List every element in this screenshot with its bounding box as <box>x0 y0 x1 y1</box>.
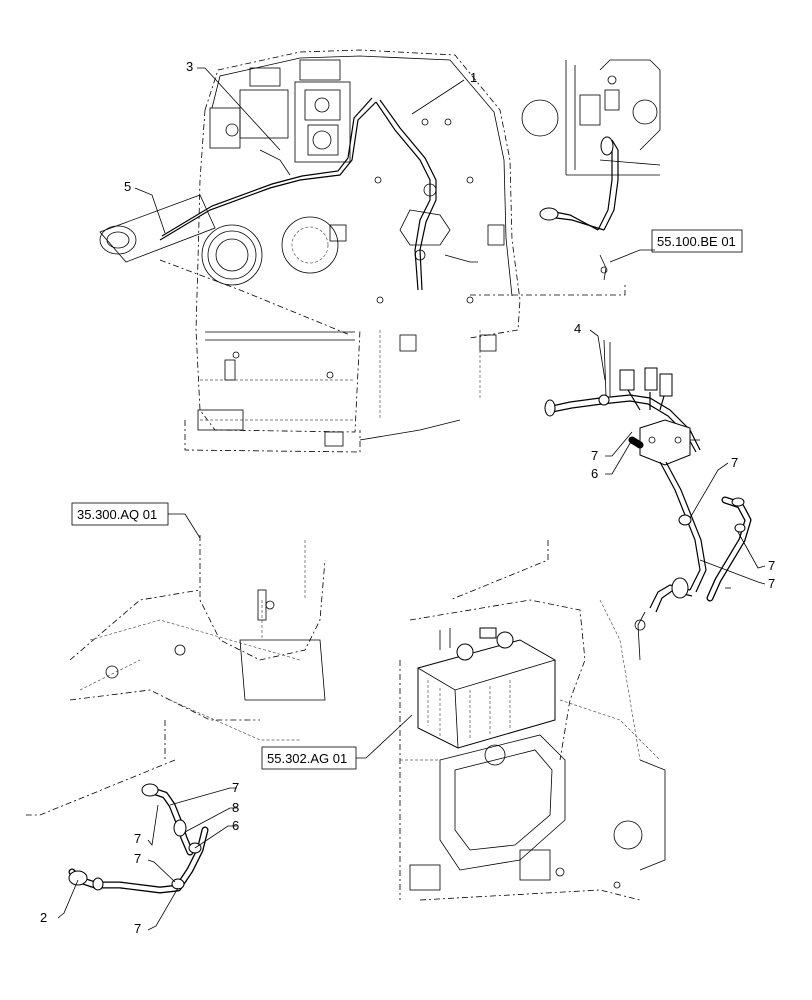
callout-7-lower-left-b: 7 <box>134 851 141 866</box>
callout-7-relay: 7 <box>591 448 598 463</box>
callout-1: 1 <box>470 70 477 85</box>
callout-5: 5 <box>124 179 131 194</box>
frame-assembly-top <box>99 49 626 453</box>
ref-35-300-aq-01: 35.300.AQ 01 <box>77 507 157 522</box>
callout-7-lower-left-a: 7 <box>134 831 141 846</box>
ref-box-55-302-ag-01 <box>261 746 357 770</box>
battery-compartment <box>399 540 666 901</box>
callout-7-lower-left-c: 7 <box>134 921 141 936</box>
callout-2: 2 <box>40 910 47 925</box>
callout-labels: 1 3 5 4 7 6 7 7 7 7 8 6 7 7 7 2 <box>40 59 775 936</box>
chassis-view <box>25 535 326 816</box>
callout-4: 4 <box>574 321 581 336</box>
ref-box-35-300-aq-01 <box>71 502 169 526</box>
callout-7-right-lower: 7 <box>768 576 775 591</box>
harness-detail <box>544 339 752 661</box>
callout-7-right-upper: 7 <box>731 455 738 470</box>
callout-3: 3 <box>186 59 193 74</box>
hose-assembly <box>68 783 209 894</box>
ref-55-302-ag-01: 55.302.AG 01 <box>267 751 347 766</box>
callout-6-relay: 6 <box>591 466 598 481</box>
callout-7-right-mid: 7 <box>768 558 775 573</box>
callout-8: 8 <box>232 800 239 815</box>
callout-6-lower: 6 <box>232 818 239 833</box>
ref-55-100-be-01: 55.100.BE 01 <box>657 234 736 249</box>
battery-cable-detail <box>539 59 661 281</box>
reference-boxes: 55.100.BE 01 35.300.AQ 01 55.302.AG 01 <box>71 229 743 770</box>
callout-7-lower-top: 7 <box>232 780 239 795</box>
leader-lines <box>57 67 766 931</box>
ref-box-55-100-be-01 <box>651 229 743 253</box>
